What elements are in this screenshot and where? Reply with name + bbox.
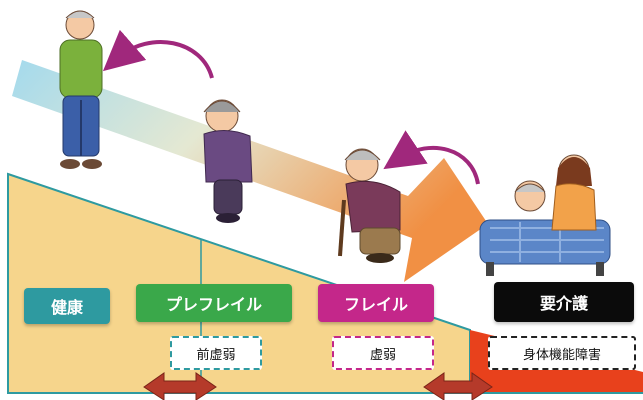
curved-arrow-recovery-2 [383, 130, 480, 185]
pre-frail-person-icon [203, 99, 253, 223]
stage-prefrail: プレフレイル [136, 284, 292, 322]
frail-person-with-cane-icon [338, 148, 401, 263]
sublabel-prefrail: 前虚弱 [170, 336, 262, 370]
stage-frail: フレイル [318, 284, 434, 322]
reversibility-arrow-2 [423, 372, 493, 400]
stage-healthy: 健康 [24, 288, 110, 324]
reversibility-arrow-1 [143, 372, 217, 400]
sublabel-frail: 虚弱 [332, 336, 434, 370]
healthy-person-icon [59, 10, 103, 169]
sublabel-care: 身体機能障害 [488, 336, 636, 370]
curved-arrow-recovery-1 [102, 29, 214, 79]
stage-care: 要介護 [494, 282, 634, 322]
care-bed-icon [479, 154, 611, 276]
